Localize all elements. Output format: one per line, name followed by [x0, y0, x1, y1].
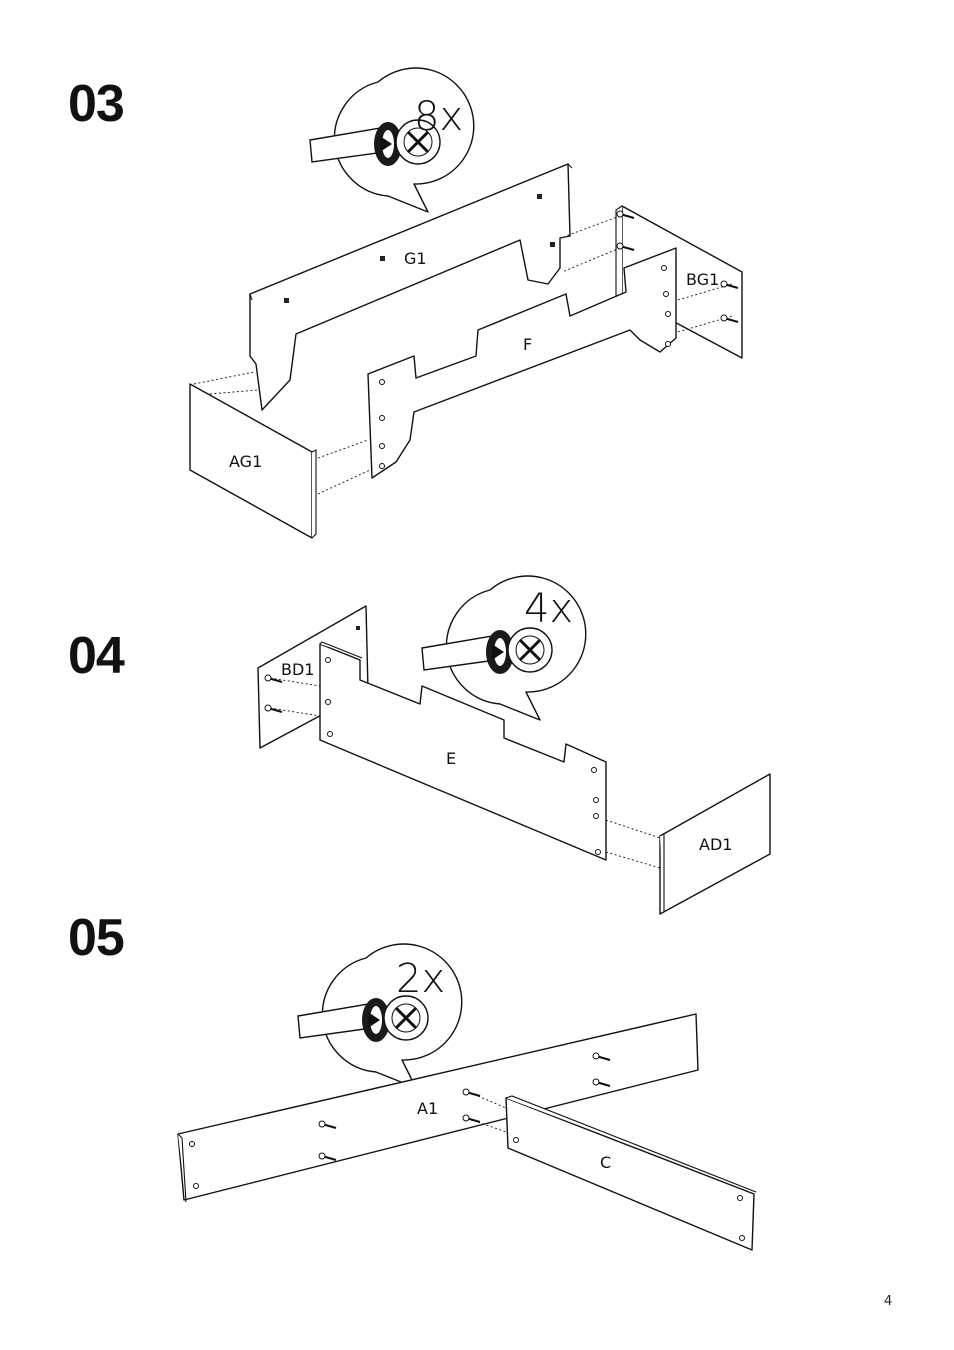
- page-number: 4: [884, 1294, 892, 1309]
- part-label-ad1: AD1: [699, 835, 732, 854]
- quantity-label: 2x: [396, 956, 445, 1002]
- part-label-g1: G1: [404, 249, 427, 268]
- part-label-a1: A1: [417, 1099, 438, 1118]
- part-label-e: E: [446, 749, 456, 768]
- step-05-diagram: 2x A1 C: [178, 944, 756, 1250]
- quantity-label: 8x: [414, 94, 463, 140]
- part-label-c: C: [600, 1153, 611, 1172]
- panel-c: [506, 1098, 754, 1250]
- quantity-label: 4x: [524, 586, 573, 632]
- step-03-diagram: 8x G1 BG1 F AG1: [190, 68, 742, 538]
- step-04-diagram: 4x BD1 E AD1: [258, 576, 770, 914]
- part-label-bd1: BD1: [281, 660, 314, 679]
- screwdriver-cam-lock-icon: [310, 68, 474, 212]
- part-label-ag1: AG1: [229, 452, 262, 471]
- part-label-f: F: [523, 335, 532, 354]
- part-label-bg1: BG1: [686, 270, 719, 289]
